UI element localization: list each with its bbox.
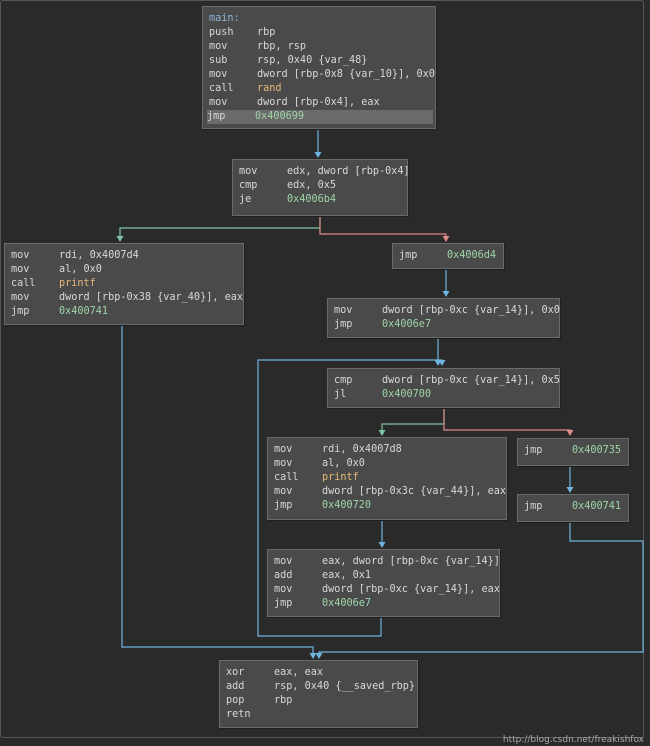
arrowhead-je-true <box>116 236 124 242</box>
arrowhead-jl-true <box>378 430 386 436</box>
edge-jl-false <box>443 408 571 435</box>
arrowhead-main-to-cmp <box>314 152 322 158</box>
watermark: http://blog.csdn.net/freakishfox <box>502 735 644 745</box>
arrowhead-exit-b <box>315 653 323 659</box>
edge-printf-to-exit <box>121 325 314 658</box>
edge-jl-true <box>381 408 445 435</box>
arrowhead-jl-false <box>566 430 574 436</box>
edge-je-false <box>319 216 447 241</box>
arrowhead-body-to-inc <box>378 542 386 548</box>
arrowhead-je-false <box>442 236 450 242</box>
function-label: main: <box>209 13 240 24</box>
arrowhead-jmp-to-init <box>442 291 450 297</box>
arrowhead-init-to-loop-b <box>438 360 446 366</box>
edge-je-true <box>119 216 321 241</box>
arrowhead-exit-a <box>309 653 317 659</box>
instruction: retn <box>226 709 251 720</box>
arrowhead-jmp735 <box>566 487 574 493</box>
